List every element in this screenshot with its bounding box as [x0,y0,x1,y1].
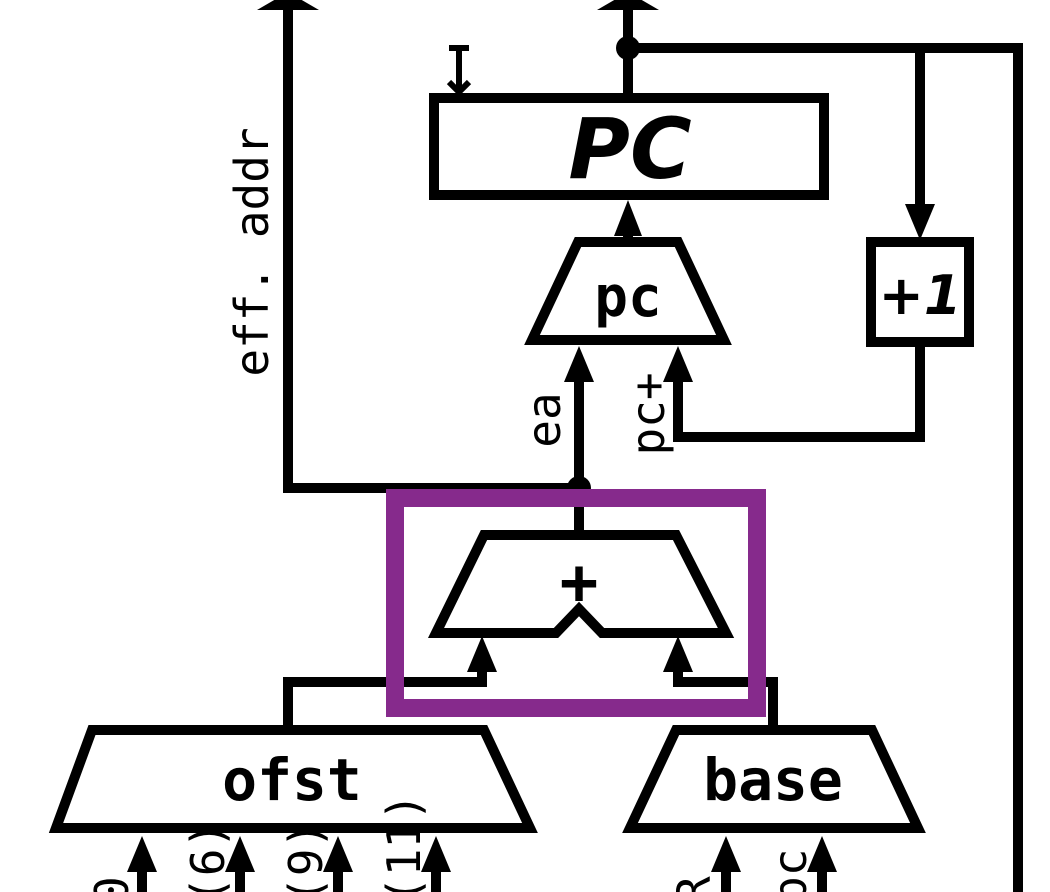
adder-highlight-box [386,489,766,717]
ofst-input-label-0: 0 [85,876,139,892]
ofst-to-adder-wire [283,663,487,735]
adder-left-arrowhead [467,636,497,672]
eff-addr-label: eff. addr [225,127,279,376]
pc-out-junction [616,36,640,60]
load-enable-marker [446,45,472,97]
pc-out-arrowhead [597,0,659,10]
arrowheads [127,0,935,872]
pc-plus-label: pc+ [621,372,675,455]
incrementer-label: +1 [879,264,962,327]
ea-label: ea [517,392,571,447]
pc-mux: pc [524,237,732,345]
ofst-input-arrowhead-2 [323,836,353,872]
pc-plus-arrowhead [663,346,693,382]
base-mux: base [622,725,926,833]
eff-addr-arrowhead [257,0,319,10]
base-mux-label: base [703,746,843,814]
base-input-arrowhead-0 [711,836,741,872]
ofst-input-arrowhead-1 [225,836,255,872]
adder-label: + [560,546,599,620]
base-input-arrowhead-1 [807,836,837,872]
ea-arrowhead [564,346,594,382]
adder: + [427,530,735,638]
pc-register-label: PC [568,100,691,198]
eff-addr-wire [283,5,584,493]
pc-mux-label: pc [594,265,661,330]
ofst-input-arrowhead-3 [421,836,451,872]
pc-arrowhead [614,200,642,236]
ofst-input-label-2: (9) [279,821,333,892]
base-to-adder-wire [673,663,778,735]
offset-mux-label: ofst [222,746,362,814]
adder-right-arrowhead [663,636,693,672]
pc-feedback-wire [623,43,1023,892]
ofst-input-label-1: (6) [181,821,235,892]
base-input-label-1: pc [763,849,817,892]
base-input-label-0: R [667,876,721,892]
ofst-input-label-3: (11) [377,793,431,892]
incrementer-arrowhead [905,204,935,240]
ofst-input-arrowhead-0 [127,836,157,872]
pc-plus-wire [673,337,925,442]
incrementer: +1 [866,237,974,347]
offset-mux: ofst [48,725,538,833]
pc-register: PC [429,45,829,200]
